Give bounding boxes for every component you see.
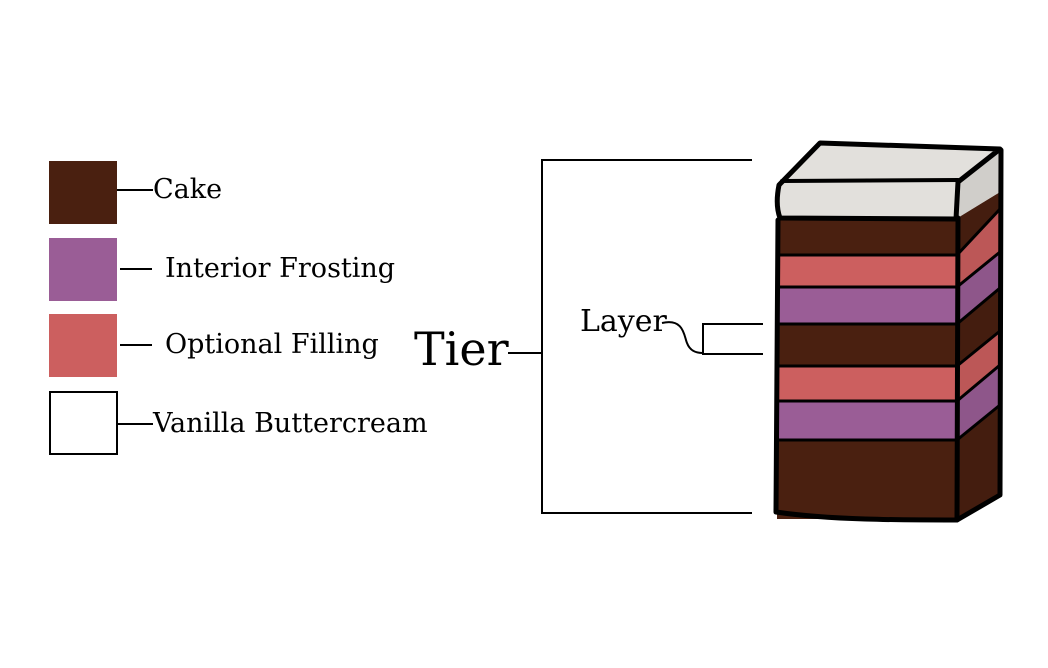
cake-side-layer-cake <box>957 192 1000 255</box>
cake-front-layer-optional-filling <box>777 255 957 287</box>
legend-item-cake: Cake <box>49 161 222 224</box>
cake-top-edge <box>780 178 960 183</box>
legend-swatch-optional-filling <box>49 314 117 377</box>
tier-bracket-line <box>541 159 752 514</box>
cake-front-layer-optional-filling <box>777 366 957 401</box>
cake-front-outline <box>773 215 961 523</box>
cake-front-layers <box>777 218 957 519</box>
cake-front-layer-cake <box>777 218 957 255</box>
cake-side-layer-cake <box>957 405 1000 520</box>
legend-swatch-cake <box>49 161 117 224</box>
legend-label-vanilla-buttercream: Vanilla Buttercream <box>152 408 428 439</box>
legend: Cake Interior Frosting Optional Filling … <box>49 161 428 455</box>
legend-swatch-vanilla-buttercream <box>49 391 118 455</box>
legend-item-vanilla-buttercream: Vanilla Buttercream <box>49 391 428 455</box>
cake-side-layer-interior-frosting <box>957 252 1000 324</box>
layer-curly-brace <box>661 321 704 354</box>
layer-bracket: Layer <box>580 304 763 355</box>
layer-label: Layer <box>580 304 668 339</box>
cake-front-layer-interior-frosting <box>777 401 957 440</box>
cake-front-layer-cake <box>777 324 957 366</box>
cake-top-outline <box>774 140 1003 222</box>
layer-bracket-line <box>702 323 763 355</box>
legend-label-optional-filling: Optional Filling <box>165 329 379 360</box>
legend-label-interior-frosting: Interior Frosting <box>165 253 395 284</box>
cake-side-layers <box>957 192 1000 520</box>
cake-divider-front <box>776 253 959 442</box>
cake-top-frosting-side <box>956 150 1000 219</box>
legend-item-optional-filling: Optional Filling <box>49 314 379 377</box>
legend-label-cake: Cake <box>153 174 222 205</box>
cake-top-frosting <box>779 143 1000 219</box>
cake-side-layer-interior-frosting <box>957 365 1000 440</box>
cake-divider-side <box>955 207 1002 442</box>
cake-top-frosting-top <box>779 143 1000 182</box>
legend-swatch-interior-frosting <box>49 238 117 301</box>
cake-side-layer-cake <box>957 288 1000 366</box>
tier-label: Tier <box>414 322 509 376</box>
legend-item-interior-frosting: Interior Frosting <box>49 238 395 301</box>
tier-bracket: Tier <box>414 159 752 514</box>
cake-outlines <box>773 140 1004 523</box>
cake-side-outline <box>954 147 1004 523</box>
cake-top-frosting-front <box>779 182 956 219</box>
cake-side-layer-optional-filling <box>957 209 1000 287</box>
cake-front-layer-interior-frosting <box>777 287 957 324</box>
cake-front-layer-cake <box>777 440 957 519</box>
cake-illustration <box>773 140 1004 523</box>
cake-side-layer-optional-filling <box>957 331 1000 401</box>
